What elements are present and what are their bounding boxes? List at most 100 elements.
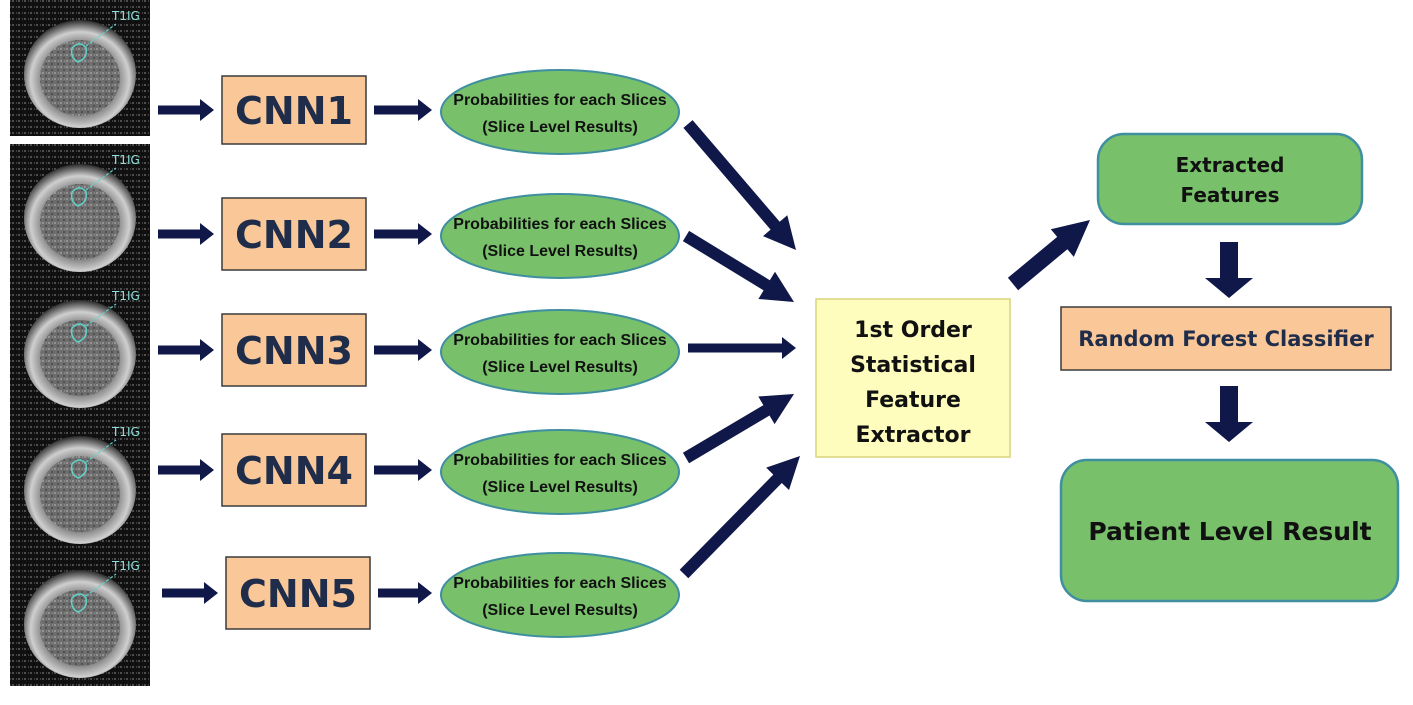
roi-leader-line — [85, 439, 117, 463]
probabilities-line1: Probabilities for each Slices — [453, 92, 667, 109]
cnn-box-shape — [221, 313, 367, 387]
arrow-head — [1205, 278, 1253, 298]
roi-outline — [70, 323, 88, 343]
classifier-label: Random Forest Classifier — [1078, 327, 1374, 351]
roi-leader-line — [85, 23, 117, 47]
arrow-head — [418, 582, 432, 604]
features-label-line: Features — [1180, 183, 1279, 207]
arrow-shaft — [1220, 386, 1238, 424]
mri-slice-core-texture — [40, 456, 120, 532]
mri-slice-core-texture — [40, 320, 120, 396]
cnn-to-probabilities-arrow — [374, 99, 432, 121]
arrow-shaft — [158, 229, 204, 239]
extractor-to-features-arrow — [1007, 220, 1090, 291]
classifier-box-shape — [1060, 306, 1392, 371]
arrow-shaft — [374, 229, 422, 239]
probabilities-line2: (Slice Level Results) — [482, 479, 638, 496]
cnn-label: CNN4 — [235, 449, 353, 493]
patient-level-result-box: Patient Level Result — [1059, 458, 1400, 603]
mri-slice-image: T1IG — [10, 280, 150, 416]
arrow-head — [200, 459, 214, 481]
probabilities-ellipse: Probabilities for each Slices (Slice Leve… — [440, 552, 680, 638]
probabilities-line1: Probabilities for each Slices — [453, 452, 667, 469]
cnn-to-probabilities-arrow — [374, 223, 432, 245]
features-box-shape — [1096, 132, 1364, 226]
features-label-line: Extracted — [1176, 153, 1285, 177]
arrow-shaft — [1220, 242, 1238, 280]
mri-slice-image: T1IG — [10, 416, 150, 552]
mri-slice-core-texture — [40, 590, 120, 666]
cnn-box: CNN5 — [225, 556, 371, 630]
cnn-label: CNN3 — [235, 329, 353, 373]
cnn-label: CNN2 — [235, 213, 353, 257]
probabilities-line1: Probabilities for each Slices — [453, 216, 667, 233]
mri-slice-image: T1IG — [10, 144, 150, 280]
cnn-to-probabilities-arrow — [378, 582, 432, 604]
arrow-head — [200, 339, 214, 361]
probabilities-ellipse-shape — [440, 69, 680, 155]
arrow-head — [418, 223, 432, 245]
probabilities-line2: (Slice Level Results) — [482, 119, 638, 136]
cnn-box: CNN4 — [221, 433, 367, 507]
cnn-label: CNN1 — [235, 89, 353, 133]
mri-slice-core-texture — [40, 40, 120, 116]
arrow-shaft — [158, 465, 204, 475]
cnn-box-shape — [221, 197, 367, 271]
probabilities-to-extractor-arrow — [688, 337, 796, 359]
probabilities-ellipse-shape — [440, 193, 680, 279]
slice-sequence-label: T1IG — [111, 425, 140, 439]
roi-outline — [70, 593, 88, 613]
arrow-head — [418, 99, 432, 121]
roi-leader-line — [85, 303, 117, 327]
cnn-box: CNN2 — [221, 197, 367, 271]
slice-sequence-label: T1IG — [111, 9, 140, 23]
probabilities-line2: (Slice Level Results) — [482, 602, 638, 619]
probabilities-to-extractor-arrow — [682, 394, 794, 464]
slice-sequence-label: T1IG — [111, 559, 140, 573]
extractor-label-line: Statistical — [850, 353, 976, 378]
cnn-to-probabilities-arrow — [374, 339, 432, 361]
arrow-shaft — [688, 343, 786, 353]
extractor-box-shape — [815, 298, 1011, 458]
arrow-shaft — [378, 588, 422, 598]
slice-to-cnn-arrow — [158, 99, 214, 121]
arrow-shaft — [374, 465, 422, 475]
arrow-head — [200, 223, 214, 245]
extractor-label-line: 1st Order — [854, 318, 972, 343]
result-label: Patient Level Result — [1088, 517, 1371, 546]
probabilities-ellipse-shape — [440, 429, 680, 515]
random-forest-classifier-box: Random Forest Classifier — [1060, 306, 1392, 371]
probabilities-ellipse: Probabilities for each Slices (Slice Leve… — [440, 429, 680, 515]
arrow-head — [418, 459, 432, 481]
slice-to-cnn-arrow — [158, 339, 214, 361]
arrow-head — [1205, 422, 1253, 442]
cnn-box: CNN3 — [221, 313, 367, 387]
slice-to-cnn-arrow — [162, 582, 218, 604]
arrow-shaft — [374, 105, 422, 115]
roi-leader-line — [85, 167, 117, 191]
probabilities-to-extractor-arrow — [683, 120, 796, 250]
arrow-head — [418, 339, 432, 361]
probabilities-line1: Probabilities for each Slices — [453, 332, 667, 349]
probabilities-to-extractor-arrow — [679, 456, 800, 579]
arrow-head — [204, 582, 218, 604]
arrow-shaft — [374, 345, 422, 355]
arrow-head — [200, 99, 214, 121]
probabilities-line1: Probabilities for each Slices — [453, 575, 667, 592]
slice-sequence-label: T1IG — [111, 153, 140, 167]
probabilities-line2: (Slice Level Results) — [482, 359, 638, 376]
slice-to-cnn-arrow — [158, 459, 214, 481]
probabilities-to-extractor-arrow — [682, 230, 794, 302]
cnn-box: CNN1 — [221, 75, 367, 145]
probabilities-ellipse: Probabilities for each Slices (Slice Leve… — [440, 309, 680, 395]
extractor-label-line: Extractor — [856, 423, 971, 448]
probabilities-line2: (Slice Level Results) — [482, 243, 638, 260]
arrow-head — [782, 337, 796, 359]
probabilities-ellipse: Probabilities for each Slices (Slice Leve… — [440, 193, 680, 279]
slice-sequence-label: T1IG — [111, 289, 140, 303]
probabilities-ellipse-shape — [440, 552, 680, 638]
slice-to-cnn-arrow — [158, 223, 214, 245]
